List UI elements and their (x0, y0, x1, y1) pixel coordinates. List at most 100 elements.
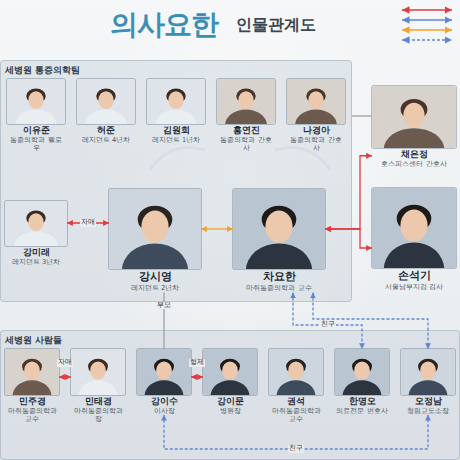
group-panel: 세병원 통증의학팀이유준통증의학과 펠로우허준레지던트 4년차김원희레지던트 1… (0, 60, 352, 302)
character-name: 홍연진 (217, 125, 275, 136)
portrait-photo (233, 189, 325, 269)
character-name: 강이문 (203, 396, 257, 407)
group-panel: 세병원 사람들민주경마취통증의학과 교수민태경마취통증의학과장강이수이사장강이문… (0, 330, 460, 460)
portrait-figure (217, 79, 275, 124)
character-card: 이유준통증의학과 펠로우 (7, 79, 65, 152)
character-name: 오정남 (401, 396, 455, 407)
character-role: 마취통증의학과 교수 (233, 284, 325, 293)
character-card: 한명오의료전문 변호사 (335, 349, 389, 415)
character-name: 강시영 (109, 270, 201, 284)
portrait-figure (137, 349, 191, 395)
character-role: 의료전문 변호사 (335, 407, 389, 415)
portrait-figure (372, 188, 456, 268)
relation-connector (59, 376, 71, 377)
relation-connector (191, 376, 203, 377)
character-role: 레지던트 3년차 (5, 258, 67, 266)
relation-connector (313, 293, 428, 350)
portrait-figure (7, 79, 65, 124)
legend-arrow (402, 29, 452, 31)
character-name: 손석기 (372, 269, 456, 283)
drama-title: 의사요한 (110, 6, 218, 44)
character-card: 나경아통증의학과 간호사 (287, 79, 345, 152)
character-role: 레지던트 4년차 (77, 136, 135, 144)
portrait-figure (287, 79, 345, 124)
relation-connector (201, 228, 233, 229)
portrait-photo (77, 79, 135, 124)
relation-label: 형제 (189, 359, 205, 367)
character-card: 오정남청림교도소장 (401, 349, 455, 415)
character-role: 통증의학과 펠로우 (7, 136, 65, 152)
legend-arrow (402, 39, 452, 41)
portrait-photo (269, 349, 323, 395)
legend-arrows (402, 10, 452, 40)
relation-connector (352, 115, 372, 116)
character-card: 권석마취통증의학과 교수 (269, 349, 323, 423)
portrait-photo (5, 349, 59, 395)
portrait-figure (147, 79, 205, 124)
character-card: 허준레지던트 4년차 (77, 79, 135, 144)
group-heading: 세병원 사람들 (1, 331, 459, 347)
portrait-figure (401, 349, 455, 395)
legend-arrow (402, 9, 452, 11)
portrait-figure (269, 349, 323, 395)
character-name: 이유준 (7, 125, 65, 136)
character-name: 민태경 (71, 396, 125, 407)
character-name: 강미래 (5, 247, 67, 258)
portrait-photo (147, 79, 205, 124)
group-heading: 세병원 통증의학팀 (1, 61, 351, 77)
portrait-figure (5, 201, 67, 246)
character-name: 권석 (269, 396, 323, 407)
portrait-photo (287, 79, 345, 124)
character-role: 청림교도소장 (401, 407, 455, 415)
portrait-figure (203, 349, 257, 395)
relation-connector (293, 293, 362, 350)
character-card: 차요한마취통증의학과 교수 (233, 189, 325, 293)
character-card: 채은정호스피스센터 간호사 (372, 86, 456, 168)
portrait-photo (217, 79, 275, 124)
character-role: 병원장 (203, 407, 257, 415)
relation-connector (325, 229, 372, 248)
character-role: 마취통증의학과장 (71, 407, 125, 423)
relation-label: 친구 (288, 445, 304, 453)
character-name: 강이수 (137, 396, 191, 407)
portrait-photo (335, 349, 389, 395)
character-name: 채은정 (372, 149, 456, 160)
character-card: 손석기서울남부지검 검사 (372, 188, 456, 292)
portrait-figure (5, 349, 59, 395)
relation-connector (325, 156, 372, 229)
portrait-figure (233, 189, 325, 269)
portrait-photo (137, 349, 191, 395)
portrait-photo (372, 86, 456, 148)
character-role: 마취통증의학과 교수 (5, 407, 59, 423)
character-card: 강미래레지던트 3년차 (5, 201, 67, 266)
character-card: 강시영레지던트 2년차 (109, 189, 201, 293)
legend-arrow (402, 19, 452, 21)
relation-label: 자매 (80, 219, 96, 227)
relation-label: 자매 (57, 359, 73, 367)
portrait-photo (109, 189, 201, 269)
portrait-figure (71, 349, 125, 395)
character-role: 서울남부지검 검사 (372, 283, 456, 292)
character-name: 김원희 (147, 125, 205, 136)
character-role: 마취통증의학과 교수 (269, 407, 323, 423)
character-card: 민주경마취통증의학과 교수 (5, 349, 59, 423)
relation-connector (164, 415, 428, 449)
relation-label: 부모 (156, 302, 172, 310)
character-name: 한명오 (335, 396, 389, 407)
character-name: 민주경 (5, 396, 59, 407)
character-card: 홍연진통증의학과 간호사 (217, 79, 275, 152)
character-card: 강이문병원장 (203, 349, 257, 415)
character-name: 나경아 (287, 125, 345, 136)
portrait-figure (77, 79, 135, 124)
portrait-photo (203, 349, 257, 395)
character-role: 통증의학과 간호사 (217, 136, 275, 152)
character-role: 호스피스센터 간호사 (372, 160, 456, 168)
character-card: 김원희레지던트 1년차 (147, 79, 205, 144)
portrait-photo (7, 79, 65, 124)
character-card: 강이수이사장 (137, 349, 191, 415)
character-role: 레지던트 2년차 (109, 284, 201, 293)
relation-label: 친구 (320, 321, 336, 329)
portrait-photo (401, 349, 455, 395)
chart-subtitle: 인물관계도 (236, 15, 316, 36)
character-card: 민태경마취통증의학과장 (71, 349, 125, 423)
